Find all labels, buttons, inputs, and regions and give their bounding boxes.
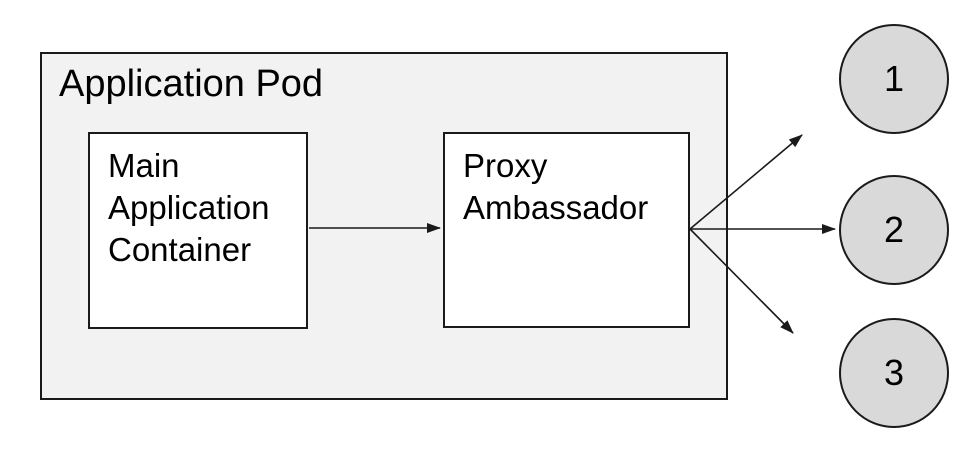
endpoint-node-3: 3 <box>839 318 949 428</box>
endpoint-1-label: 1 <box>883 58 905 99</box>
main-application-container-node: Main Application Container <box>88 132 308 329</box>
endpoint-node-2: 2 <box>839 175 949 285</box>
main-application-container-label: Main Application Container <box>108 147 270 268</box>
endpoint-node-1: 1 <box>839 24 949 134</box>
proxy-ambassador-node: Proxy Ambassador <box>443 132 690 328</box>
endpoint-3-label: 3 <box>883 352 905 393</box>
endpoint-2-label: 2 <box>883 209 905 250</box>
application-pod-label: Application Pod <box>59 63 324 105</box>
proxy-ambassador-label: Proxy Ambassador <box>463 147 649 226</box>
